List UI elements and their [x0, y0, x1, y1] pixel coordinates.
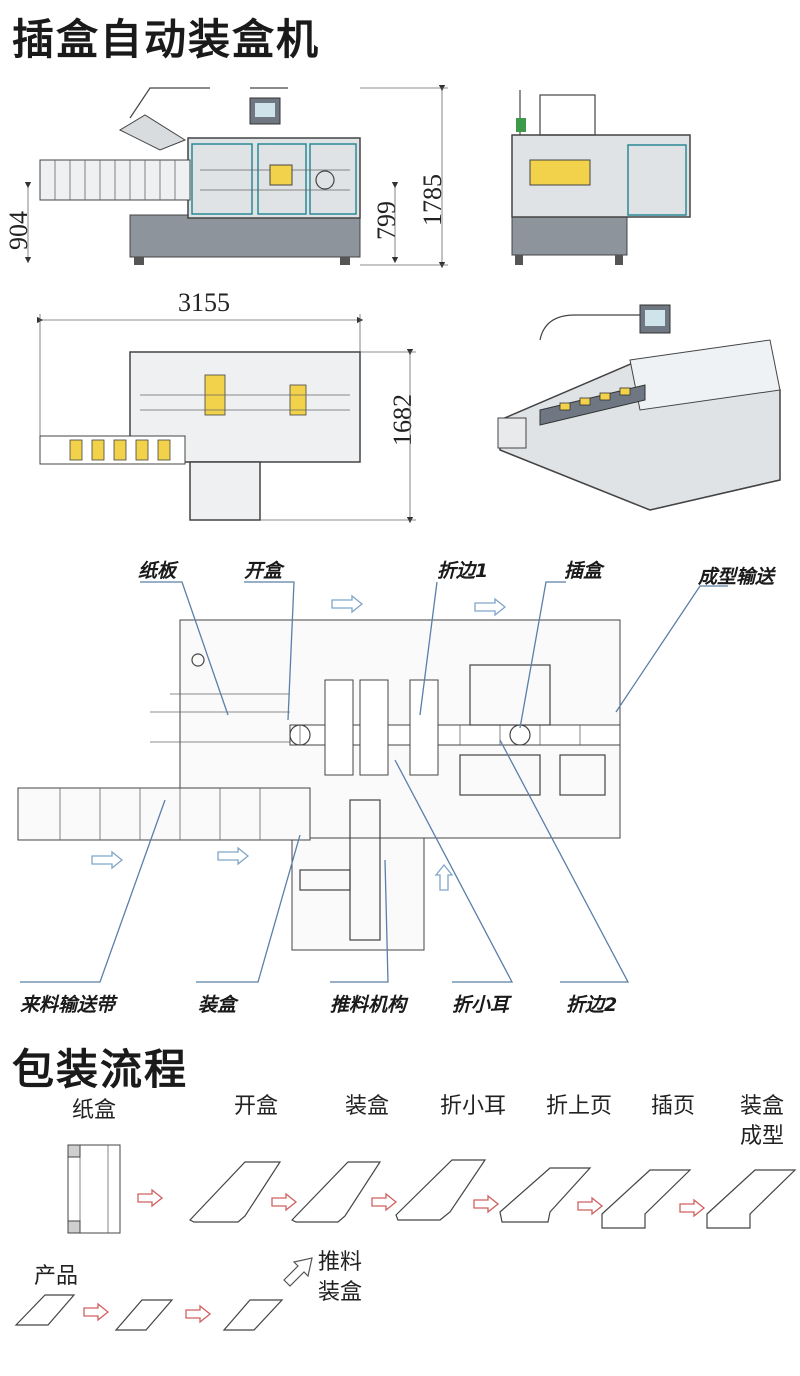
callout-forming-conveyor: 成型输送: [698, 566, 775, 588]
main-title: 插盒自动装盒机: [12, 15, 321, 64]
callout-cartoning: 装盒: [198, 994, 237, 1016]
callout-open-box: 开盒: [244, 560, 283, 582]
callout-carton-board: 纸板: [138, 560, 177, 582]
callout-pusher: 推料机构: [330, 994, 407, 1016]
step-push-line2: 装盒: [318, 1280, 363, 1305]
step-final-line2: 成型: [740, 1124, 785, 1149]
callout-fold-edge-2: 折边2: [566, 994, 618, 1016]
step-fill: 装盒: [345, 1094, 390, 1119]
callout-insert-box: 插盒: [564, 560, 603, 582]
step-product: 产品: [34, 1264, 79, 1289]
step-push: 推料 装盒: [318, 1248, 362, 1308]
step-carton: 纸盒: [72, 1098, 117, 1123]
layout-diagram: [17, 581, 728, 983]
step-fold-top: 折上页: [546, 1094, 613, 1119]
step-push-line1: 推料: [318, 1250, 363, 1275]
step-final: 装盒 成型: [740, 1092, 784, 1152]
process-flow-diagram: [14, 1144, 797, 1331]
step-insert: 插页: [651, 1094, 696, 1119]
side-elevation-view: [511, 90, 691, 265]
callout-fold-edge-1: 折边1: [437, 560, 489, 582]
isometric-view: [497, 304, 781, 511]
process-title: 包装流程: [12, 1045, 189, 1094]
step-final-line1: 装盒: [740, 1094, 785, 1119]
callout-infeed-belt: 来料输送带: [20, 994, 116, 1016]
front-elevation-view: [24, 84, 448, 269]
step-fold-ear: 折小耳: [440, 1094, 507, 1119]
step-open: 开盒: [234, 1094, 279, 1119]
callout-fold-small-ear: 折小耳: [452, 994, 510, 1016]
dim-length: 3155: [178, 288, 230, 317]
plan-view: [36, 314, 416, 524]
